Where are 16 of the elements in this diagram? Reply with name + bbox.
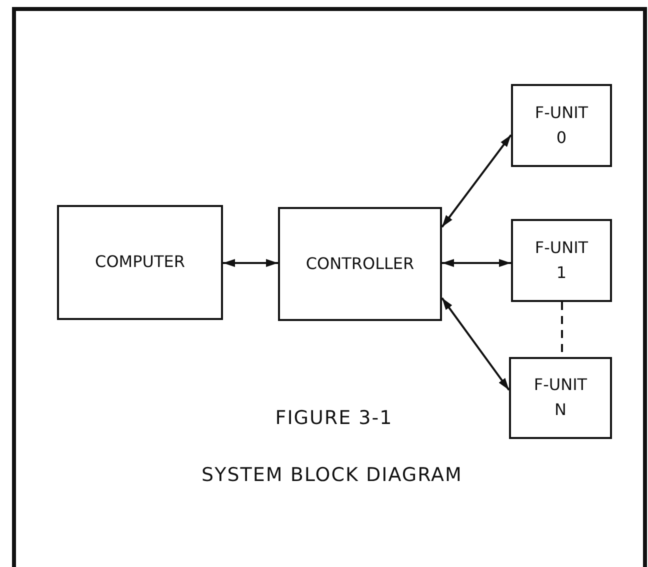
block-label: COMPUTER (95, 251, 185, 274)
arrow (442, 259, 511, 267)
arrow (441, 134, 512, 228)
block-label: F-UNIT 0 (534, 102, 590, 148)
block-label: F-UNIT 1 (534, 236, 590, 284)
block-label: F-UNIT N (532, 374, 588, 421)
arrow (441, 297, 510, 391)
figure-caption: SYSTEM BLOCK DIAGRAM (202, 464, 462, 486)
block-label: CONTROLLER (306, 252, 414, 275)
block-box (57, 205, 223, 320)
block-box (511, 84, 612, 167)
figure-number: FIGURE 3-1 (275, 407, 393, 429)
block-box (278, 207, 442, 321)
block-box (509, 357, 612, 439)
arrow (223, 259, 278, 267)
block-box (511, 219, 612, 302)
